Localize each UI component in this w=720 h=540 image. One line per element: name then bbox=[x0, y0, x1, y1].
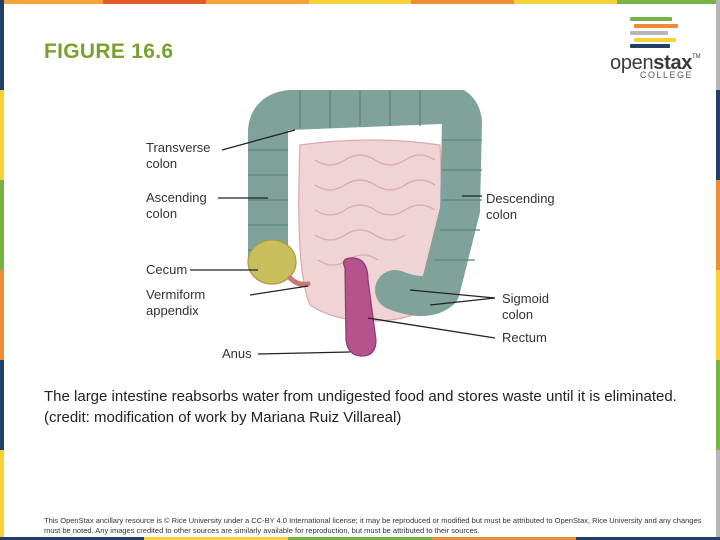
logo-bar bbox=[630, 17, 672, 21]
logo-college: COLLEGE bbox=[640, 70, 694, 80]
label-sigmoid-colon: Sigmoid colon bbox=[502, 291, 549, 322]
figure-caption: The large intestine reabsorbs water from… bbox=[44, 388, 677, 426]
bottom-border-strip bbox=[0, 537, 720, 540]
large-intestine-diagram bbox=[190, 90, 496, 357]
logo-bar bbox=[634, 24, 678, 28]
logo-bar bbox=[630, 44, 670, 48]
label-ascending-colon: Ascending colon bbox=[146, 190, 207, 221]
right-border-strip bbox=[716, 0, 720, 540]
figure-title: FIGURE 16.6 bbox=[44, 40, 174, 63]
cecum-shape bbox=[247, 239, 297, 285]
logo-trademark: TM bbox=[692, 54, 701, 60]
openstax-logo: openstax TM COLLEGE bbox=[604, 14, 701, 84]
label-cecum: Cecum bbox=[146, 262, 188, 277]
license-note: This OpenStax ancillary resource is © Ri… bbox=[44, 516, 702, 535]
logo-wordmark: openstax bbox=[610, 52, 693, 74]
logo-bar bbox=[634, 38, 676, 42]
label-vermiform-appendix: Vermiform appendix bbox=[146, 287, 206, 318]
label-descending-colon: Descending colon bbox=[486, 191, 555, 222]
label-transverse-colon: Transverse colon bbox=[146, 140, 211, 171]
top-border-strip bbox=[0, 0, 720, 4]
logo-bar bbox=[630, 31, 668, 35]
label-anus: Anus bbox=[222, 346, 252, 361]
rectum-shape bbox=[342, 257, 377, 357]
label-rectum: Rectum bbox=[502, 330, 547, 345]
appendix-shape bbox=[287, 275, 311, 287]
colon-haustra bbox=[248, 90, 482, 261]
left-border-strip bbox=[0, 0, 4, 540]
colon bbox=[248, 90, 482, 316]
leader-lines bbox=[190, 129, 496, 355]
